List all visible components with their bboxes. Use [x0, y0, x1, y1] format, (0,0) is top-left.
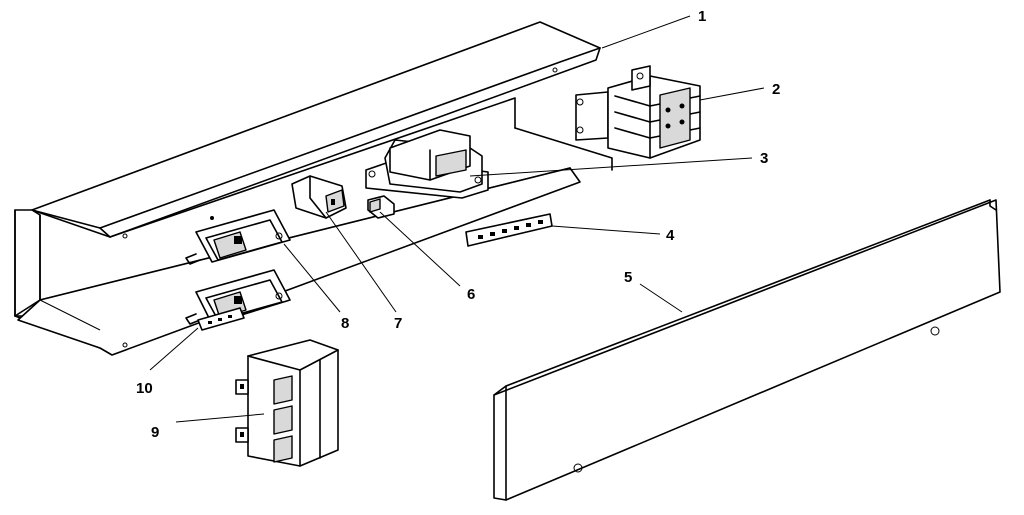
leader-lines: [149, 15, 765, 423]
switch-part: [367, 195, 395, 219]
callout-8: 8: [341, 315, 349, 332]
bracket-part: [197, 307, 245, 331]
terminal-strip-part: [465, 213, 553, 247]
callout-6: 6: [467, 286, 475, 303]
callout-2: 2: [772, 81, 780, 98]
leader-line-5: [639, 283, 683, 313]
callout-9: 9: [151, 424, 159, 441]
leader-line-7: [325, 211, 397, 313]
leader-line-2: [699, 87, 765, 101]
leader-line-9: [175, 413, 265, 423]
relay-part: [291, 175, 347, 219]
leader-line-1: [601, 15, 691, 49]
front-panel-part: [493, 199, 1001, 501]
leader-line-6: [379, 211, 461, 287]
callout-10: 10: [136, 380, 153, 397]
callout-labels: 1 2 3 4 5 6 7 8 9 10: [136, 8, 780, 441]
callout-4: 4: [666, 227, 675, 244]
leader-line-4: [551, 225, 661, 235]
leader-line-10: [149, 327, 199, 371]
leader-line-8: [283, 243, 341, 313]
callout-1: 1: [698, 8, 706, 25]
leader-line-3: [469, 157, 753, 177]
heater-element-part: [185, 209, 291, 325]
contactor-part: [575, 65, 701, 159]
terminal-block-part: [235, 339, 339, 467]
callout-5: 5: [624, 269, 632, 286]
callout-3: 3: [760, 150, 768, 167]
callout-7: 7: [394, 315, 402, 332]
transformer-part: [365, 129, 489, 199]
